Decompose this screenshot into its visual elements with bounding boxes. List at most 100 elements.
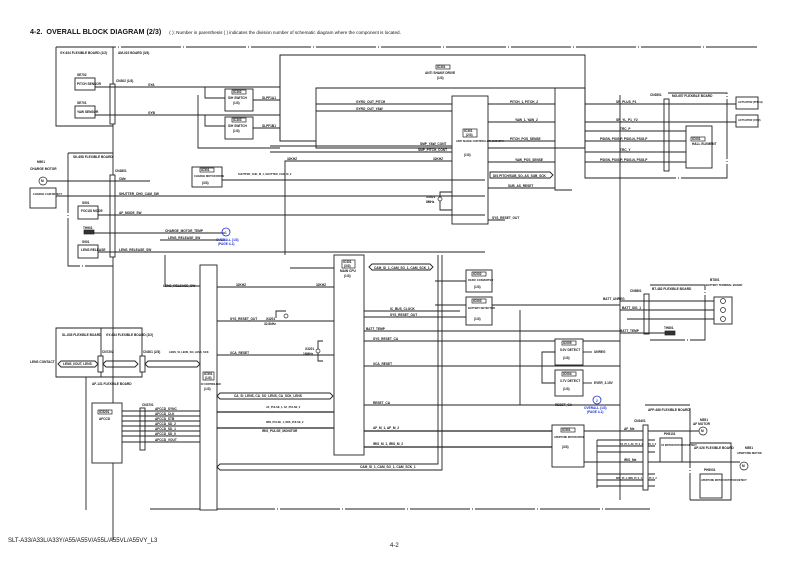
ic-name: DC/DC CONVERTER <box>468 278 493 282</box>
board-label: SK-658 FLEXIBLE BOARD <box>73 155 113 159</box>
ic-ref: IC301 <box>437 65 446 69</box>
signal-label: IRIS_M_1, IRIS_M_2 <box>373 442 403 446</box>
board-am022-label: AM-022 BOARD (3/3) <box>118 51 149 55</box>
ic-sub: (1/3) <box>205 376 212 380</box>
charge-motor-drive <box>191 166 223 188</box>
board-gy634-top: GY-634 FLEXIBLE BOARD (1/2) SE702 PITCH … <box>55 47 116 540</box>
ic-name: 5.0V DETECT <box>560 348 580 352</box>
afccd <box>91 402 123 464</box>
aperture-motor-icon <box>739 461 749 471</box>
actuator-label: ACTUATOR (YAW) <box>738 118 761 122</box>
signal-label: DIS PITCH/SUB_SO, AS_SUB_SCK <box>493 174 547 178</box>
ic-name: AFCCD <box>99 417 111 421</box>
signal-label: LENS_I/OUT, LENS <box>63 362 92 366</box>
ic-ref: IC501 <box>562 428 571 432</box>
board-af131: AF-131 FLEXIBLE BOARD CN3701 IC5201 AFCC… <box>85 377 154 510</box>
signal-label: XCA_RESET <box>230 351 249 355</box>
signal-label: 32KHZ <box>236 283 246 287</box>
motor-ref: M551 <box>745 446 753 450</box>
signal-label: BATT_SIG_1 <box>622 306 641 310</box>
signal-label: IRIS_PULSE_1, IRIS_PULSE_2 <box>266 420 304 424</box>
actuator-label: ACTUATOR (PITCH) <box>738 100 763 104</box>
ic-ref: IC003 <box>473 299 482 303</box>
crystal-ref: X3201 <box>305 347 314 351</box>
signal-label: AF_PI_1, AF_PI_0_1, AF_PI_0_2 <box>620 443 657 446</box>
motor-ref: M551 <box>700 418 708 422</box>
connector-label: CN3501 <box>650 93 662 97</box>
board-bt482: BT-482 FLEXIBLE BOARD CN5801 BT801 BATTE… <box>630 278 742 341</box>
crystal-icon <box>437 196 443 202</box>
signal-label: LENS_SI, LENS_SO, LENS_SCK <box>169 350 209 354</box>
board-afp486: AFP-486 FLEXIBLE BOARD CN3401 PH5101 AF … <box>634 404 697 500</box>
signal-label: IRIS_M± <box>624 458 637 462</box>
board-ap026: AP-026 FLEXIBLE BOARD PH5001 APERTURE MO… <box>690 442 747 501</box>
thermistor-ref: TH901 <box>83 226 93 230</box>
ic-div: (1/3) <box>233 129 240 133</box>
ic-div: (1/3) <box>344 274 351 278</box>
signal-label: GYRO_OUT_PITCH <box>356 100 386 104</box>
ic-sub: (2/3) <box>466 133 473 137</box>
signal-label: AFCCD_SD_2 <box>155 422 176 426</box>
ic-ref: IC002 <box>473 272 482 276</box>
ic-name: 3.7V DETECT <box>560 379 580 383</box>
crystal-freq: 8MHz <box>426 200 435 204</box>
diagram-title: OVERALL BLOCK DIAGRAM (2/3) <box>46 27 162 36</box>
board-sl635: SL-635 FLEXIBLE BOARD GY-634 FLEXIBLE BO… <box>55 327 160 378</box>
yaw-sensor <box>74 105 96 119</box>
ic-div: (1/3) <box>474 285 481 289</box>
signal-label: UNREG <box>594 350 606 354</box>
lens-bus-arrow <box>57 360 99 368</box>
pitch-sensor-name: PITCH SENSOR <box>77 82 102 86</box>
signal-label: PSIGN, PSIG-P, PSIG-N, PSIG-P <box>600 137 648 141</box>
ic-div: (3/3) <box>202 181 209 185</box>
motor-name: AF MOTOR <box>693 422 711 426</box>
signal-label: IRIS_PI_1, IRIS_PI_0_1, IRIS_PI_0_2 <box>616 477 657 480</box>
yaw-sensor-ref: SE701 <box>77 101 87 105</box>
board-sk658: SK-658 FLEXIBLE BOARD CN3801 S901 FOCUS … <box>67 152 127 267</box>
signal-label: AF_PULSE_1, AF_PULSE_2 <box>266 405 301 409</box>
connector-cn-sl <box>97 355 104 373</box>
terminal-name: BATTERY TERMINAL BOARD <box>706 283 742 287</box>
anti-shake-drive <box>279 54 586 149</box>
ic-ref: IC301 <box>343 260 352 264</box>
reference-number: 1 <box>225 231 227 235</box>
connector-cn-sk <box>109 174 116 258</box>
signal-label: AFCCD_CLK <box>155 412 175 416</box>
ic-div: (1/3) <box>437 76 444 80</box>
signal-label: SYS_RESET_OUT <box>230 317 257 321</box>
switch-ref: S901 <box>82 201 90 205</box>
cam-bus-arrow <box>368 263 434 271</box>
ic-name: S/H SWITCH <box>228 124 247 128</box>
signal-label: AF_M_1, AF_M_2 <box>373 426 399 430</box>
outer-frame <box>56 46 757 510</box>
ca-bus-arrow <box>216 392 334 400</box>
io-controller <box>199 264 218 511</box>
title-note: ( ): Number in parenthesis ( ) indicates… <box>169 30 401 35</box>
connector-label: CN3401 <box>634 419 646 423</box>
bus-arrow <box>489 171 554 179</box>
motor-glyph: M <box>41 179 44 183</box>
board-label: AP-026 FLEXIBLE BOARD <box>694 446 734 450</box>
ic-ref: IC501 <box>201 168 210 172</box>
signal-label: BATT_TEMP <box>366 327 386 331</box>
ic-div: (1/3) <box>204 387 211 391</box>
lens-contact-label: LENS CONTACT <box>30 360 55 364</box>
signal-label: LENS_RELEASE_SW <box>163 284 195 288</box>
hall-element <box>685 125 713 169</box>
pitch-sensor <box>74 77 96 91</box>
connector-cn-af <box>139 407 146 451</box>
connector-label: CN301 (2/3) <box>143 350 160 354</box>
signal-label: AFCCD_VOUT <box>155 438 177 442</box>
board-label: AF-131 FLEXIBLE BOARD <box>92 382 132 386</box>
board-label: GY-634 FLEXIBLE BOARD (1/2) <box>60 51 107 55</box>
reference-label: OVERALL (1/3) <box>584 406 607 410</box>
ic-name: IO CONTROLLER <box>201 383 221 386</box>
signal-label: GYRO_OUT_YAW <box>356 107 383 111</box>
signal-label: SYS_RESET_CA <box>373 337 399 341</box>
terminal-ref: BT801 <box>710 278 720 282</box>
signal-label: CAM_SI_1, CAM_SO_1, CAM_SCK_1 <box>360 465 416 469</box>
connector-label: CN3801 <box>115 169 127 173</box>
signal-label: SMP_YAW_CONT <box>420 142 447 146</box>
actuator-yaw <box>735 114 759 128</box>
